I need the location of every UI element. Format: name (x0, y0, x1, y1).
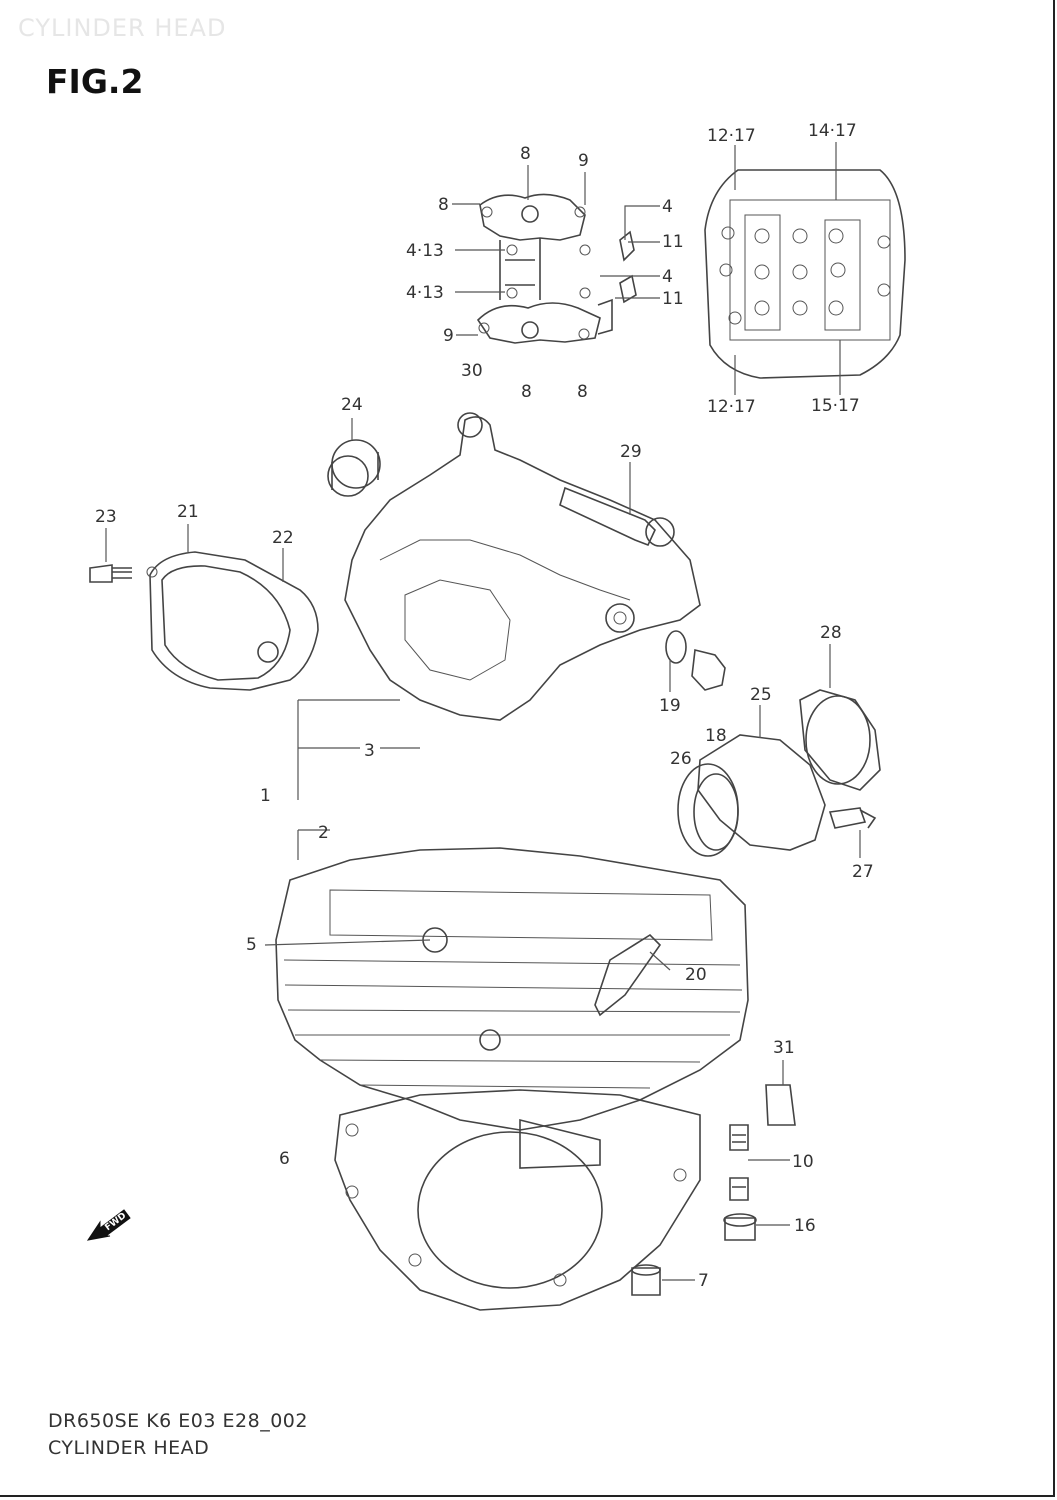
callout-4: 4 (662, 197, 673, 217)
callout-11: 11 (662, 289, 684, 309)
callout-10: 10 (792, 1152, 814, 1172)
callout-29: 29 (620, 442, 642, 462)
valve-train-detail (476, 193, 637, 344)
head-top-view (704, 169, 906, 379)
figure-label: FIG.2 (46, 62, 144, 101)
callout-5: 5 (246, 935, 257, 955)
callout-8: 8 (438, 195, 449, 215)
callout-28: 28 (820, 623, 842, 643)
callout-31: 31 (773, 1038, 795, 1058)
gasket-6 (334, 1089, 701, 1311)
callout-3: 3 (364, 741, 375, 761)
callout-25: 25 (750, 685, 772, 705)
diagram-name: CYLINDER HEAD (48, 1437, 210, 1459)
callout-30: 30 (461, 361, 483, 381)
intake-pipe (677, 689, 881, 857)
callout-11: 11 (662, 232, 684, 252)
forward-arrow-icon: FWD (86, 1209, 131, 1241)
callout-20: 20 (685, 965, 707, 985)
diagram-code: DR650SE K6 E03 E28_002 (48, 1410, 308, 1432)
callout-23: 23 (95, 507, 117, 527)
cover-21 (89, 551, 319, 691)
callout-21: 21 (177, 502, 199, 522)
callout-27: 27 (852, 862, 874, 882)
callout-22: 22 (272, 528, 294, 548)
callout-12-17: 12·17 (707, 397, 756, 417)
callout-12-17: 12·17 (707, 126, 756, 146)
leader-lines (105, 142, 861, 1281)
callout-9: 9 (443, 326, 454, 346)
callout-15-17: 15·17 (811, 396, 860, 416)
plug-19 (665, 630, 726, 691)
callout-4-13: 4·13 (406, 283, 444, 303)
callout-8: 8 (577, 382, 588, 402)
callout-1: 1 (260, 786, 271, 806)
cylinder-head-casting (344, 412, 701, 721)
callout-8: 8 (521, 382, 532, 402)
cylinder-block (275, 847, 749, 1169)
callout-4: 4 (662, 267, 673, 287)
callout-26: 26 (670, 749, 692, 769)
callout-2: 2 (318, 823, 329, 843)
callout-4-13: 4·13 (406, 241, 444, 261)
small-parts (631, 1084, 796, 1296)
callout-24: 24 (341, 395, 363, 415)
callout-6: 6 (279, 1149, 290, 1169)
callout-9: 9 (578, 151, 589, 171)
watermark-title: CYLINDER HEAD (18, 14, 227, 42)
callout-8: 8 (520, 144, 531, 164)
callout-16: 16 (794, 1216, 816, 1236)
callout-14-17: 14·17 (808, 121, 857, 141)
callout-18: 18 (705, 726, 727, 746)
callout-labels: 8 9 8 4 4·13 11 4 4·13 11 9 30 8 8 12·17… (95, 121, 874, 1291)
callout-7: 7 (698, 1271, 709, 1291)
callout-19: 19 (659, 696, 681, 716)
seal-24 (327, 439, 381, 497)
